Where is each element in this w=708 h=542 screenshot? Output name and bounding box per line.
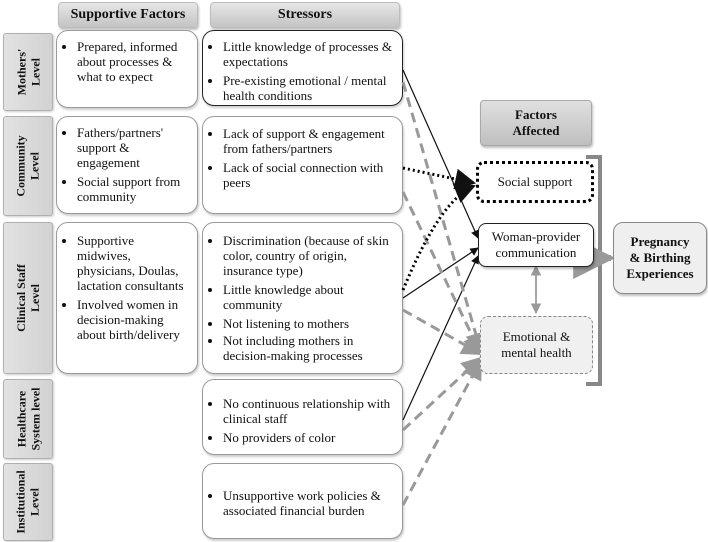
factor-woman-provider-communication: Woman-provider communication (478, 223, 594, 267)
factor-social-support: Social support (476, 161, 594, 203)
stressor-community-box: Lack of support & engagement from father… (202, 116, 403, 214)
arrow-healthcare-to-communication (402, 255, 479, 421)
arrow-clinical-to-emotional (402, 308, 483, 356)
arrow-community-to-emotional (401, 191, 483, 356)
level-mothers: Mothers' Level (3, 33, 53, 111)
arrow-mothers-to-emotional (401, 81, 486, 355)
stressor-healthcare-box: No continuous relationship with clinical… (202, 379, 403, 455)
supportive-mothers-item: Prepared, informed about processes & wha… (77, 39, 189, 84)
stressor-clinical-box: Discrimination (because of skin color, c… (202, 222, 403, 374)
stressor-institutional-box: Unsupportive work policies & associated … (202, 463, 403, 539)
stressor-healthcare-item: No continuous relationship with clinical… (223, 396, 394, 426)
arrow-community-to-social-support (402, 166, 477, 190)
supportive-community-box: Fathers/partners' support & engagement S… (56, 116, 198, 214)
factors-affected-header: Factors Affected (480, 100, 592, 146)
arrow-mothers-to-communication (402, 69, 479, 239)
outcome-pregnancy-birthing-experiences: Pregnancy & Birthing Experiences (613, 222, 707, 294)
supportive-clinical-item: Involved women in decision-making about … (77, 297, 189, 342)
stressor-community-item: Lack of social connection with peers (223, 160, 394, 190)
arrow-clinical-to-social-support (401, 183, 476, 291)
arrow-institutional-to-emotional (401, 358, 483, 506)
arrow-healthcare-to-emotional (401, 356, 483, 432)
supportive-clinical-box: Supportive midwives, physicians, Doulas,… (56, 222, 198, 374)
arrow-clinical-to-communication (402, 247, 479, 299)
stressor-clinical-item: Little knowledge about community (223, 282, 394, 312)
stressor-clinical-item: Not listening to mothers (223, 316, 394, 331)
stressor-institutional-item: Unsupportive work policies & associated … (223, 488, 394, 518)
stressor-clinical-item: Discrimination (because of skin color, c… (223, 233, 394, 278)
stressors-header: Stressors (210, 2, 400, 28)
supportive-mothers-box: Prepared, informed about processes & wha… (56, 30, 198, 108)
supportive-clinical-item: Supportive midwives, physicians, Doulas,… (77, 233, 189, 293)
supportive-community-item: Fathers/partners' support & engagement (77, 125, 189, 170)
stressor-mothers-item: Little knowledge of processes & expectat… (223, 39, 394, 69)
stressor-clinical-item: Not including mothers in decision-making… (223, 333, 394, 363)
stressor-mothers-item: Pre-existing emotional / mental health c… (223, 73, 394, 103)
level-institutional: Institutional Level (3, 463, 53, 541)
level-clinical-staff: Clinical Staff Level (3, 222, 53, 374)
supportive-factors-header: Supportive Factors (58, 2, 198, 28)
level-community: Community Level (3, 116, 53, 216)
stressor-mothers-box: Little knowledge of processes & expectat… (202, 30, 403, 106)
level-healthcare-system: Healthcare System level (3, 379, 53, 459)
supportive-community-item: Social support from community (77, 174, 189, 204)
factor-emotional-mental-health: Emotional & mental health (480, 316, 593, 374)
stressor-healthcare-item: No providers of color (223, 430, 394, 445)
stressor-community-item: Lack of support & engagement from father… (223, 126, 394, 156)
